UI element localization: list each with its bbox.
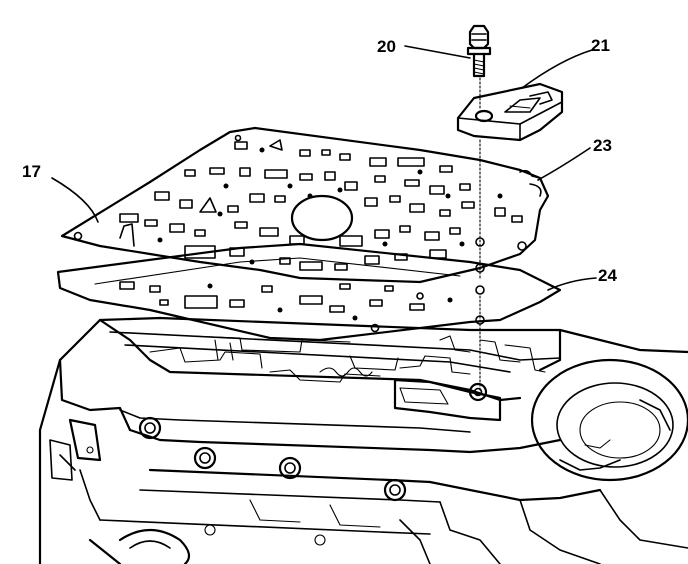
callout-21: 21 bbox=[591, 36, 610, 55]
callout-23: 23 bbox=[593, 136, 612, 155]
leader-24 bbox=[547, 277, 597, 291]
leader-21 bbox=[521, 49, 593, 89]
callout-20: 20 bbox=[377, 37, 396, 56]
spacer-plate-holes bbox=[73, 134, 527, 273]
leader-20 bbox=[404, 45, 471, 59]
retainer-bracket bbox=[456, 82, 564, 142]
spacer-plate bbox=[60, 126, 550, 284]
lower-gasket bbox=[56, 242, 562, 342]
bolt bbox=[466, 24, 492, 78]
callout-24: 24 bbox=[598, 266, 617, 285]
valve-body-housing bbox=[38, 316, 688, 564]
callout-17: 17 bbox=[22, 162, 41, 181]
lower-gasket-holes bbox=[119, 281, 485, 333]
leader-lines bbox=[51, 45, 597, 291]
leader-17 bbox=[51, 177, 99, 223]
leader-23 bbox=[537, 147, 591, 181]
